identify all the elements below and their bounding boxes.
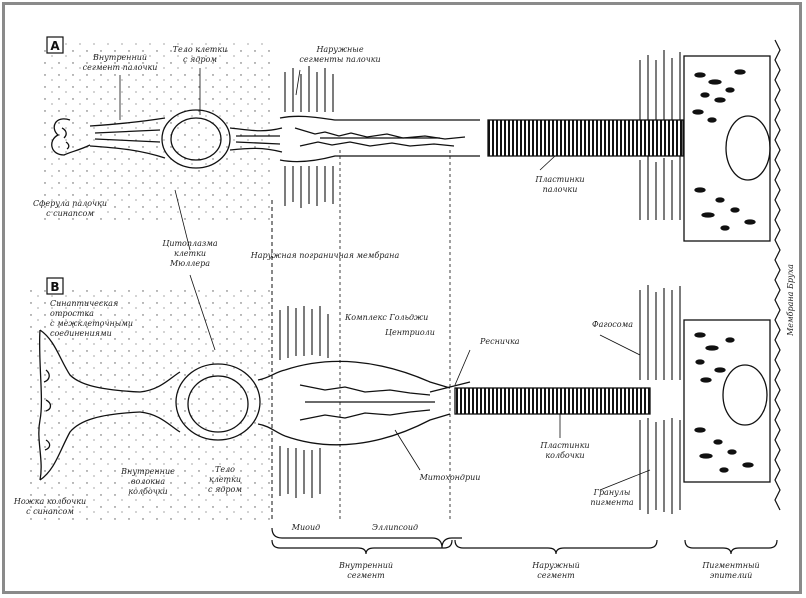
label-pigment-granules-2: пигмента (590, 498, 634, 507)
label-outer-seg-rod-2: сегменты палочки (299, 55, 380, 64)
label-body-b-2: клетки (209, 475, 241, 484)
label-ellipsoid: Эллипсоид (372, 523, 418, 532)
label-rpe-2: эпителий (710, 571, 753, 580)
label-muller-2: клетки (174, 249, 206, 258)
label-plate-a-2: палочки (543, 185, 578, 194)
label-rpe-1: Пигментный (701, 561, 759, 570)
label-golgi: Комплекс Гольджи (344, 313, 428, 322)
label-inner-segment-1: Внутренний (338, 561, 393, 570)
label-outer-segment-2: сегмент (537, 571, 575, 580)
label-body-b-3: с ядром (208, 485, 242, 494)
label-nucleus-a-2: с ядром (183, 55, 217, 64)
label-inner-fibers-3: колбочки (128, 487, 167, 496)
label-pigment: Фагосома (592, 320, 633, 329)
label-cone-pedicle-2: с синапсом (26, 507, 74, 516)
label-plate-b-1: Пластинки (539, 441, 589, 450)
label-myoid: Миоид (291, 523, 320, 532)
label-inner-fibers-2: волокна (131, 477, 165, 486)
label-synaptic-3: с межклеточными (50, 319, 133, 328)
label-spherule-2: с синапсом (46, 209, 94, 218)
panel-b-tag: В (50, 280, 59, 294)
label-bruch: Мембрана Бруха (786, 264, 795, 337)
label-muller-3: Мюллера (169, 259, 210, 268)
label-cone-pedicle-1: Ножка колбочки (13, 497, 86, 506)
label-synaptic-4: соединениями (50, 329, 112, 338)
label-centriole: Центриоли (385, 328, 435, 337)
label-olm: Наружная пограничная мембрана (250, 251, 400, 260)
panel-a-tag: А (50, 39, 60, 53)
label-plate-a-1: Пластинки (534, 175, 584, 184)
label-inner-fibers-1: Внутренние (120, 467, 175, 476)
label-mitochondria: Митохондрии (419, 473, 481, 482)
label-body-b-1: Тело (215, 465, 235, 474)
label-nucleus-a-1: Тело клетки (173, 45, 228, 54)
label-inner-seg-a-1: Внутренний (92, 53, 147, 62)
label-synaptic-2: отростка (50, 309, 94, 318)
label-synaptic-1: Синаптическая (50, 299, 118, 308)
label-plate-b-2: колбочки (545, 451, 584, 460)
label-outer-segment-1: Наружный (531, 561, 580, 570)
label-muller-1: Цитоплазма (162, 239, 218, 248)
label-cilium: Ресничка (479, 337, 520, 346)
label-inner-segment-2: сегмент (347, 571, 385, 580)
label-spherule-1: Сферула палочки (33, 199, 107, 208)
label-inner-seg-a-2: сегмент палочки (83, 63, 158, 72)
label-outer-seg-rod-1: Наружные (315, 45, 363, 54)
label-pigment-granules-1: Гранулы (593, 488, 631, 497)
